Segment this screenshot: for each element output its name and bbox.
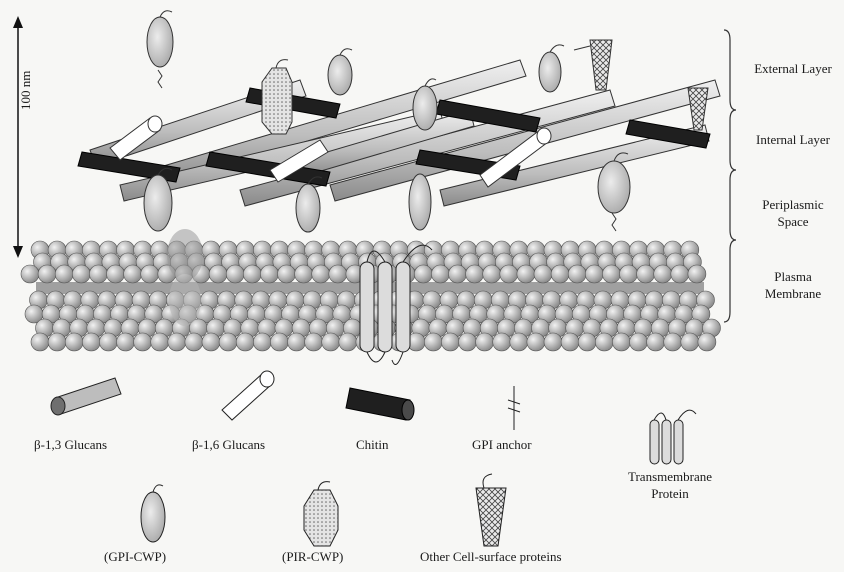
lipid-head (312, 265, 330, 283)
lipid-head (510, 333, 528, 351)
label-plasma-line1: Plasma (774, 269, 812, 284)
lipid-head (612, 333, 630, 351)
legend-gpi-cwp-icon (141, 485, 165, 542)
lipid-head (48, 333, 66, 351)
lipid-head (322, 333, 340, 351)
lipid-head (637, 265, 655, 283)
lipid-head (38, 265, 56, 283)
lipid-head (21, 265, 39, 283)
label-plasma-membrane: Plasma Membrane (738, 268, 844, 302)
lipid-head (236, 333, 254, 351)
lipid-head (134, 333, 152, 351)
legend-transmembrane-icon (650, 410, 696, 464)
lipid-head (561, 333, 579, 351)
label-external-layer: External Layer (738, 60, 844, 77)
lipid-head (698, 333, 716, 351)
lipid-head (688, 265, 706, 283)
lipid-head (243, 265, 261, 283)
lipid-head (202, 333, 220, 351)
lipid-head (551, 265, 569, 283)
lipid-head (476, 333, 494, 351)
lipid-head (424, 333, 442, 351)
lipid-head (431, 265, 449, 283)
lipid-head (671, 265, 689, 283)
lipid-head (602, 265, 620, 283)
lipid-head (99, 333, 117, 351)
lipid-head (654, 265, 672, 283)
lipid-head (72, 265, 90, 283)
lipid-head (441, 333, 459, 351)
lipid-head (544, 333, 562, 351)
lipid-head (493, 333, 511, 351)
legend-gpi-anchor-icon (508, 386, 520, 430)
lipid-head (466, 265, 484, 283)
lipid-head (65, 333, 83, 351)
lipid-head (260, 265, 278, 283)
legend-gpi-anchor-label: GPI anchor (472, 436, 532, 453)
legend-pir-cwp-label: (PIR-CWP) (282, 548, 343, 565)
lipid-head (630, 333, 648, 351)
legend-b13-icon (51, 378, 121, 415)
legend-other-proteins-label: Other Cell-surface proteins (420, 548, 562, 565)
lipid-head (329, 265, 347, 283)
lipid-head (483, 265, 501, 283)
label-plasma-line2: Membrane (765, 286, 821, 301)
lipid-head (117, 333, 135, 351)
lipid-head (107, 265, 125, 283)
lipid-head (209, 265, 227, 283)
legend-chitin-label: Chitin (356, 436, 389, 453)
lipid-head (647, 333, 665, 351)
lipid-head (595, 333, 613, 351)
lipid-head (270, 333, 288, 351)
legend-b13-label: β-1,3 Glucans (34, 436, 107, 453)
lipid-head (55, 265, 73, 283)
label-periplasmic-line2: Space (777, 214, 808, 229)
lipid-head (288, 333, 306, 351)
lipid-head (664, 333, 682, 351)
legend-transmembrane-line2: Protein (651, 486, 689, 501)
lipid-head (168, 333, 186, 351)
lipid-head (151, 333, 169, 351)
legend-transmembrane-label: Transmembrane Protein (610, 468, 730, 502)
lipid-head (278, 265, 296, 283)
lipid-head (459, 333, 477, 351)
lipid-head (295, 265, 313, 283)
legend-pir-cwp-icon (304, 482, 338, 546)
lipid-head (620, 265, 638, 283)
lipid-head (305, 333, 323, 351)
lipid-head (185, 333, 203, 351)
lipid-head (31, 333, 49, 351)
label-internal-layer: Internal Layer (738, 131, 844, 148)
scale-arrow (13, 16, 23, 258)
legend-gpi-cwp-label: (GPI-CWP) (104, 548, 166, 565)
lipid-head (89, 265, 107, 283)
lipid-head (141, 265, 159, 283)
lipid-head (534, 265, 552, 283)
legend-b16-icon (222, 371, 274, 420)
lipid-head (681, 333, 699, 351)
lipid-head (339, 333, 357, 351)
scale-label: 100 nm (18, 71, 34, 110)
lipid-head (500, 265, 518, 283)
lipid-head (527, 333, 545, 351)
lipid-head (124, 265, 142, 283)
legend-chitin-icon (346, 388, 414, 420)
lipid-head (517, 265, 535, 283)
lipid-head (253, 333, 271, 351)
label-periplasmic-space: Periplasmic Space (738, 196, 844, 230)
lipid-head (585, 265, 603, 283)
lipid-head (414, 265, 432, 283)
lipid-head (568, 265, 586, 283)
lipid-head (226, 265, 244, 283)
lipid-head (219, 333, 237, 351)
legend-b16-label: β-1,6 Glucans (192, 436, 265, 453)
label-periplasmic-line1: Periplasmic (762, 197, 823, 212)
lipid-head (578, 333, 596, 351)
legend-transmembrane-line1: Transmembrane (628, 469, 712, 484)
legend-other-proteins-icon (476, 474, 506, 546)
lipid-head (449, 265, 467, 283)
layer-brackets (724, 30, 736, 322)
lipid-head (82, 333, 100, 351)
